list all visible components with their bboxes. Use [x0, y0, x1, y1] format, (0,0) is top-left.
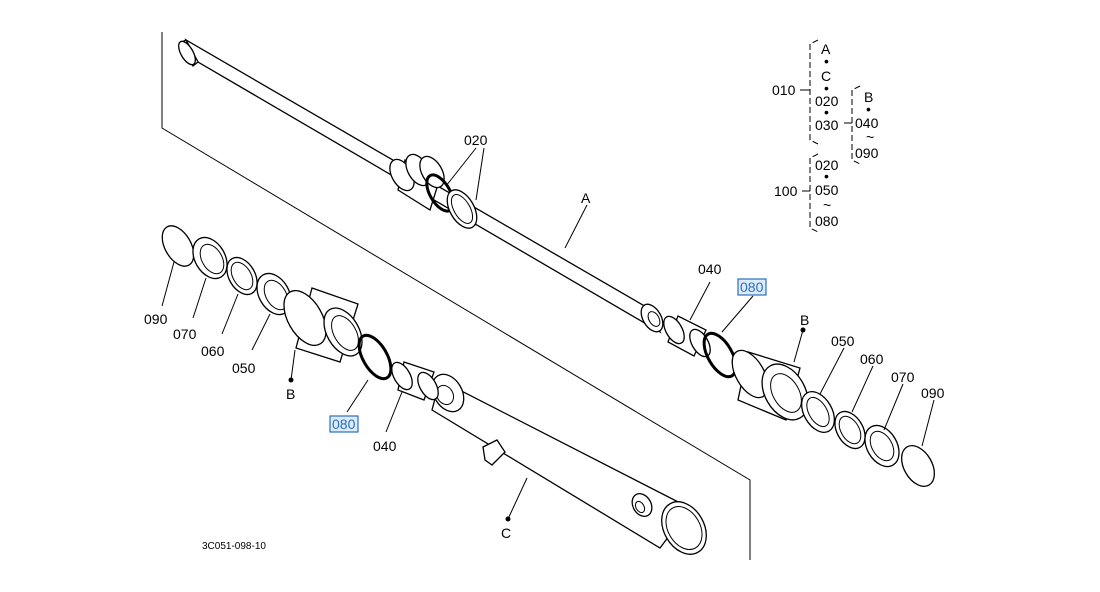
left-backup-ring[interactable] — [221, 252, 264, 300]
callout-right-wiper: 050 — [831, 333, 855, 349]
right-snap-ring[interactable] — [895, 440, 941, 492]
legend-dot-5: • — [824, 168, 829, 184]
left-gland[interactable] — [275, 284, 370, 363]
legend-c: C — [821, 68, 831, 84]
callout-tube: C — [501, 525, 511, 541]
legend-tilde-2: ~ — [823, 197, 831, 213]
legend-030: 030 — [815, 117, 839, 133]
left-snap-ring[interactable] — [156, 220, 201, 271]
callout-left-backup-ring: 060 — [201, 343, 225, 359]
legend-020-a: 020 — [815, 93, 839, 109]
callout-right-o-ring[interactable]: 080 — [740, 279, 764, 295]
right-o-ring[interactable] — [698, 328, 743, 382]
legend-dot-1: • — [824, 53, 829, 69]
left-packing[interactable] — [186, 231, 234, 284]
callout-rod: A — [581, 190, 591, 206]
callout-right-packing: 070 — [891, 369, 915, 385]
callout-right-backup-ring: 060 — [860, 351, 884, 367]
cylinder-tube[interactable] — [426, 369, 715, 563]
right-packing[interactable] — [858, 419, 906, 472]
callout-dots — [288, 327, 806, 522]
callout-right-snap-ring: 090 — [921, 385, 945, 401]
legend-020-b: 020 — [815, 157, 839, 173]
piston-rod[interactable] — [175, 38, 667, 336]
left-bushing[interactable] — [388, 359, 443, 403]
legend-a: A — [821, 41, 831, 57]
right-wiper[interactable] — [795, 386, 841, 438]
callout-left-snap-ring: 090 — [144, 311, 168, 327]
assembly-legend: 010 A • C • 020 • 030 B • 040 ~ 090 100 … — [772, 39, 879, 233]
leader-lines — [161, 147, 935, 520]
legend-080: 080 — [815, 213, 839, 229]
drawing-code: 3C051-098-10 — [202, 541, 266, 552]
callout-right-bushing: 040 — [698, 261, 722, 277]
legend-dot-2: • — [824, 80, 829, 96]
legend-dot-4: • — [866, 101, 871, 117]
legend-b: B — [864, 89, 873, 105]
callout-rod-seals: 020 — [464, 132, 488, 148]
legend-090: 090 — [855, 145, 879, 161]
legend-040: 040 — [855, 115, 879, 131]
legend-100: 100 — [774, 183, 798, 199]
callout-left-gland: B — [286, 386, 295, 402]
callout-left-o-ring[interactable]: 080 — [332, 416, 356, 432]
legend-dot-3: • — [824, 104, 829, 120]
right-gland[interactable] — [725, 344, 817, 427]
legend-050: 050 — [815, 182, 839, 198]
right-bushing[interactable] — [660, 313, 715, 360]
callout-right-gland: B — [800, 312, 809, 328]
left-o-ring[interactable] — [353, 330, 398, 384]
right-backup-ring[interactable] — [829, 406, 872, 454]
legend-010: 010 — [772, 82, 796, 98]
rod-seal-ring-2[interactable] — [441, 185, 483, 233]
assembly-outline — [161, 32, 751, 560]
right-o-ring-highlight — [737, 278, 767, 296]
callout-left-bushing: 040 — [373, 438, 397, 454]
legend-tilde-1: ~ — [866, 129, 874, 145]
left-o-ring-highlight — [329, 415, 359, 433]
callout-left-packing: 070 — [173, 326, 197, 342]
callout-left-wiper: 050 — [232, 360, 256, 376]
